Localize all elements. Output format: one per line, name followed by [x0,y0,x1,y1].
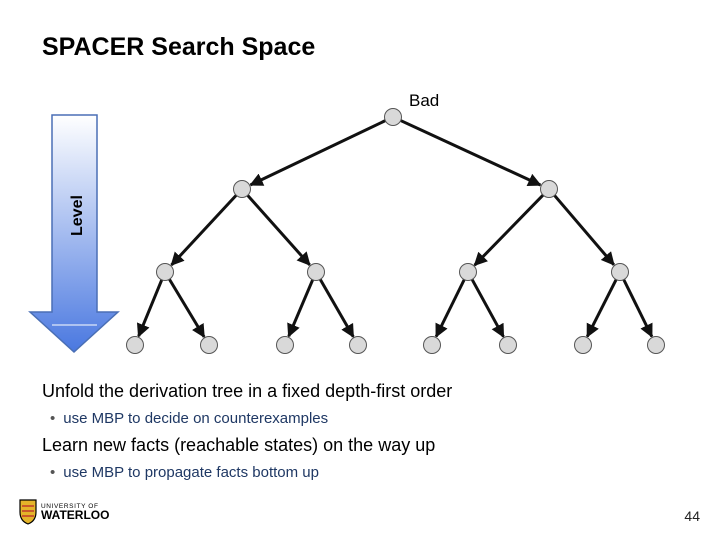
tree-node [276,336,294,354]
tree-node [499,336,517,354]
slide-title: SPACER Search Space [42,33,316,61]
tree-edge-arrow [585,278,618,338]
tree-edges [136,119,654,339]
bullet-1: Unfold the derivation tree in a fixed de… [42,381,453,401]
tree-node [156,263,174,281]
logo-top-text: UNIVERSITY OF [41,503,99,510]
tree-nodes [126,108,665,354]
root-node [384,108,402,126]
bullet-2: Learn new facts (reachable states) on th… [42,435,436,455]
sub-bullet-2-text: use MBP to propagate facts bottom up [63,464,319,481]
search-space-diagram: Level Bad [28,91,665,354]
tree-node [647,336,665,354]
sub-bullet-2: •use MBP to propagate facts bottom up [50,464,319,481]
tree-edge-arrow [249,119,386,187]
root-label: Bad [409,91,439,110]
sub-bullet-1: •use MBP to decide on counterexamples [50,410,329,427]
page-number: 44 [684,508,700,524]
level-arrow [28,114,120,354]
tree-edge-arrow [553,194,615,266]
tree-node [459,263,477,281]
tree-node [540,180,558,198]
university-logo: UNIVERSITY OF WATERLOO [18,498,128,531]
tree-edge-arrow [287,279,315,338]
tree-node [200,336,218,354]
tree-node [233,180,251,198]
crest-icon [19,499,37,525]
tree-edge-arrow [168,278,206,339]
level-label: Level [69,195,86,236]
tree-edge-arrow [470,278,505,338]
tree-node [349,336,367,354]
tree-edge-arrow [246,194,311,266]
tree-edge-arrow [136,279,164,338]
tree-edge-arrow [170,194,238,267]
tree-edge-arrow [434,278,466,338]
tree-edge-arrow [473,194,545,267]
tree-node [307,263,325,281]
tree-node [126,336,144,354]
tree-node [423,336,441,354]
tree-node [574,336,592,354]
tree-edge-arrow [622,278,654,338]
sub-bullet-1-text: use MBP to decide on counterexamples [63,410,329,427]
logo-main-text: WATERLOO [41,508,109,522]
tree-node [611,263,629,281]
tree-edge-arrow [318,278,355,338]
tree-edge-arrow [400,119,542,187]
